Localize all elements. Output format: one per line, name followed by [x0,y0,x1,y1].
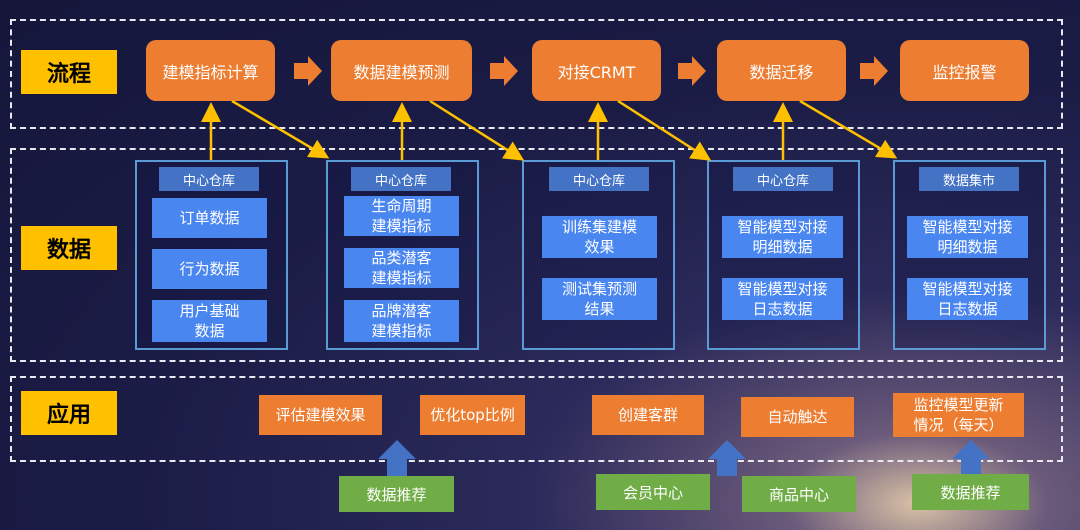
arrow-up-icon [952,440,990,476]
source-4: 数据推荐 [912,474,1029,510]
connector-diag-4 [799,99,898,159]
arrow-up-icon [708,440,746,476]
apply-section-frame [10,376,1063,462]
apply-section-label: 应用 [21,391,117,435]
panel-header: 中心仓库 [159,167,259,191]
process-section-frame [10,19,1063,129]
connector-diag-2 [429,99,525,161]
application-1: 评估建模效果 [259,395,382,435]
chevron-right-icon [490,56,518,86]
process-section-label: 流程 [21,50,117,94]
panel-header: 中心仓库 [549,167,649,191]
process-step-1: 建模指标计算 [146,40,275,101]
chevron-right-icon [860,56,888,86]
process-step-2: 数据建模预测 [331,40,472,101]
data-item: 智能模型对接 日志数据 [907,278,1028,320]
chevron-right-icon [294,56,322,86]
panel-header: 中心仓库 [351,167,451,191]
chevron-right-icon [678,56,706,86]
application-3: 创建客群 [592,395,704,435]
process-step-5: 监控报警 [900,40,1029,101]
panel-header: 数据集市 [919,167,1019,191]
data-section-frame [10,148,1063,362]
application-2: 优化top比例 [420,395,525,435]
data-item: 生命周期 建模指标 [344,196,459,236]
arrow-up-icon [378,440,416,476]
source-2: 会员中心 [596,474,710,510]
panel-header: 中心仓库 [733,167,833,191]
connector-diag-1 [231,99,330,159]
data-item: 智能模型对接 明细数据 [907,216,1028,258]
application-4: 自动触达 [741,397,854,437]
data-item: 订单数据 [152,198,267,238]
process-step-4: 数据迁移 [717,40,846,101]
data-item: 智能模型对接 明细数据 [722,216,843,258]
data-item: 品类潜客 建模指标 [344,248,459,288]
source-3: 商品中心 [742,476,856,512]
application-5: 监控模型更新 情况（每天） [893,393,1024,437]
data-item: 行为数据 [152,249,267,289]
process-step-3: 对接CRMT [532,40,661,101]
data-item: 训练集建模 效果 [542,216,657,258]
data-section-label: 数据 [21,226,117,270]
data-item: 测试集预测 结果 [542,278,657,320]
data-item: 智能模型对接 日志数据 [722,278,843,320]
data-item: 品牌潜客 建模指标 [344,300,459,342]
source-1: 数据推荐 [339,476,454,512]
connector-diag-3 [617,99,712,161]
data-item: 用户基础 数据 [152,300,267,342]
